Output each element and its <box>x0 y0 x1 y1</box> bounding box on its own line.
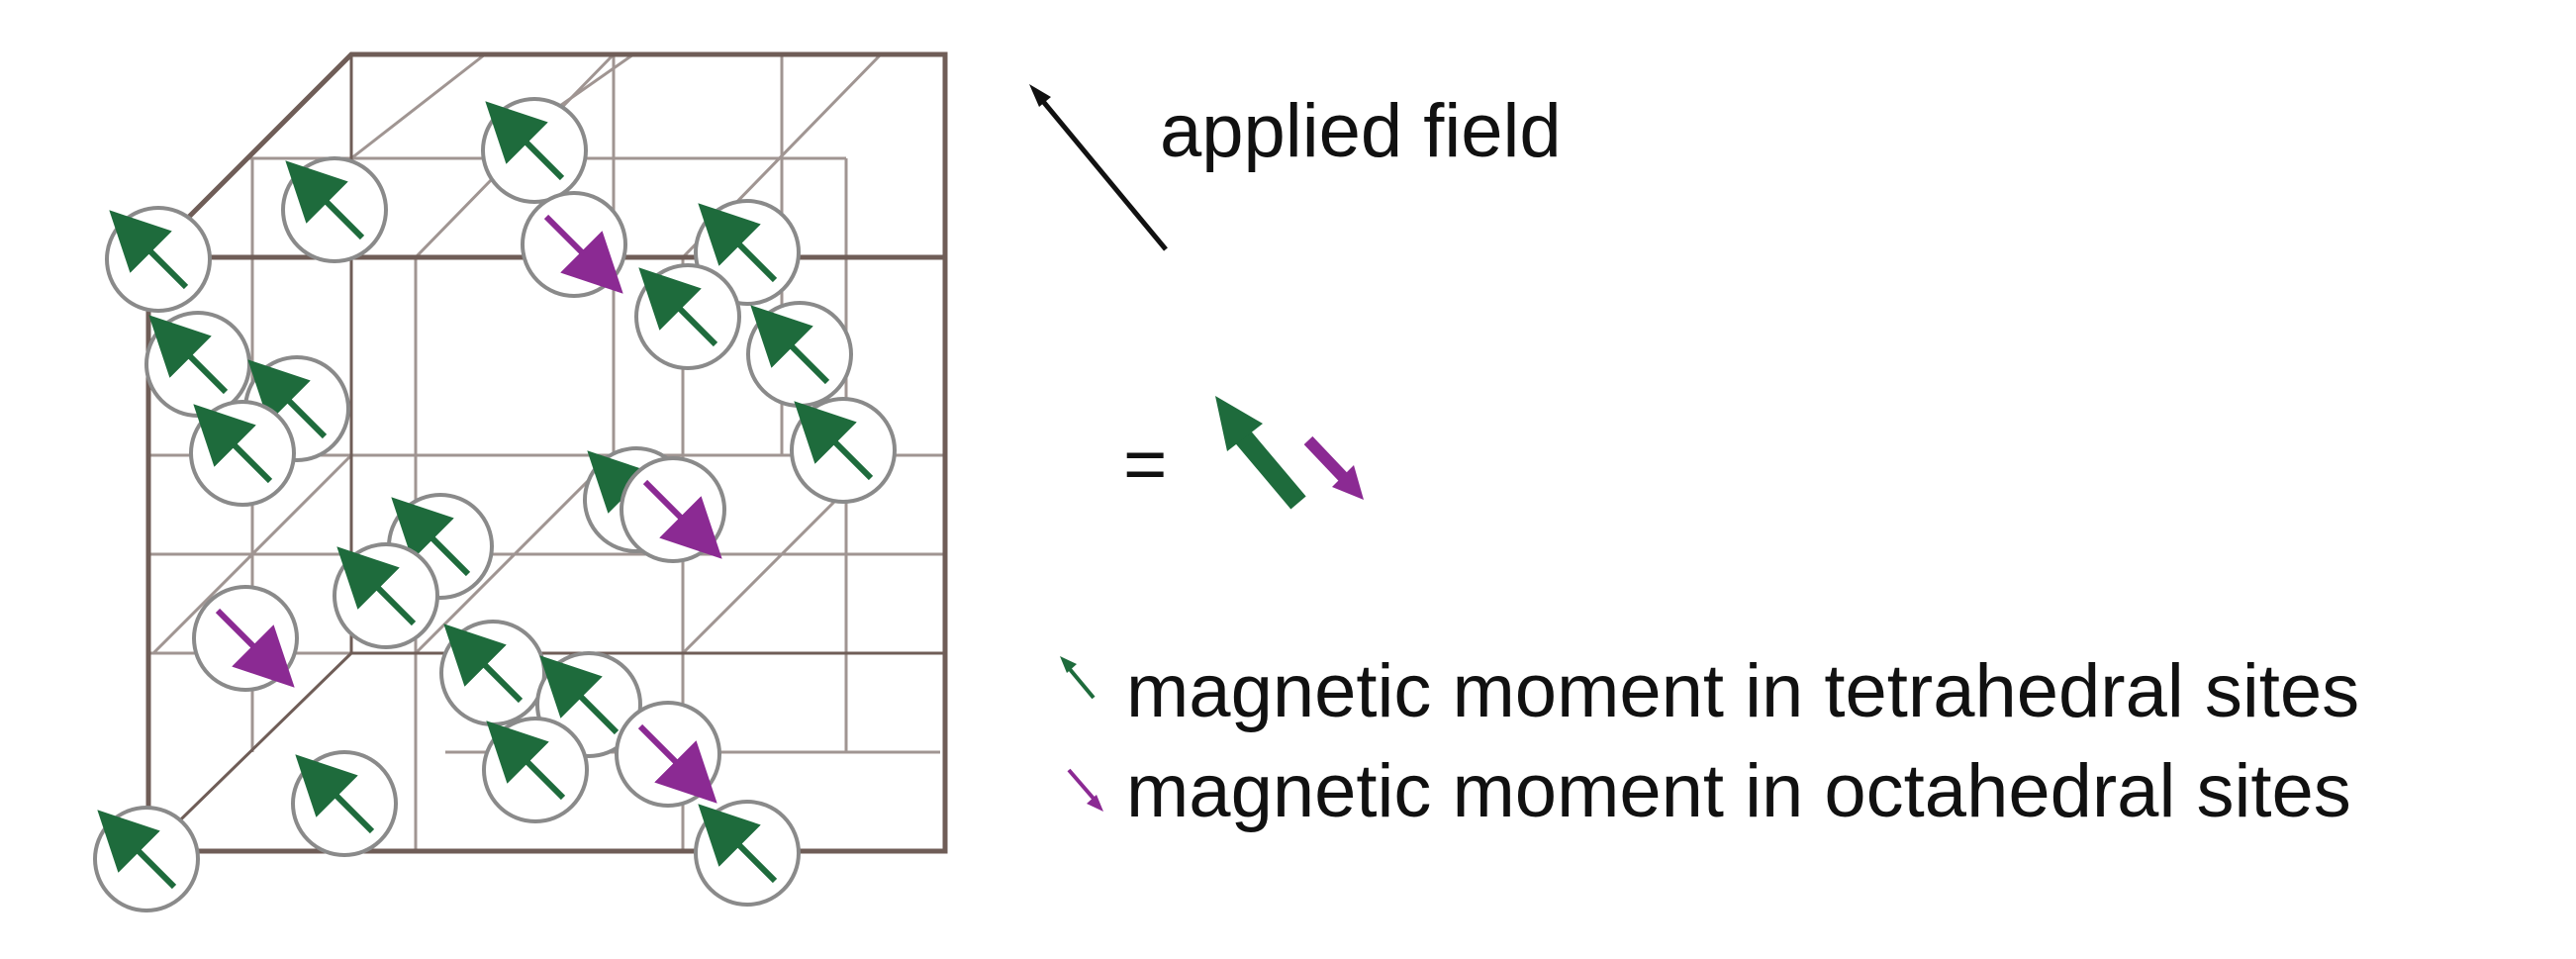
octahedral-legend-arrow-icon <box>1067 768 1103 812</box>
tetrahedral-site <box>481 97 588 204</box>
legend: magnetic moment in tetrahedral sites mag… <box>1060 649 2359 833</box>
big-tetrahedral-arrow-icon <box>1215 396 1306 510</box>
green-arrow-up-left-icon <box>391 497 471 577</box>
green-arrow-up-left-icon <box>750 305 830 385</box>
tetrahedral-site <box>291 750 398 857</box>
green-arrow-up-left-icon <box>539 655 620 735</box>
legend-octahedral: magnetic moment in octahedral sites <box>1067 749 2351 833</box>
green-arrow-up-left-icon <box>638 267 718 347</box>
tetrahedral-site <box>694 800 801 907</box>
purple-arrow-down-right-icon <box>642 479 722 559</box>
purple-arrow-down-right-icon <box>543 214 623 294</box>
green-arrow-up-left-icon <box>295 754 375 834</box>
green-arrow-up-left-icon <box>193 404 273 484</box>
octahedral-site <box>521 191 627 298</box>
green-arrow-up-left-icon <box>698 203 778 283</box>
green-arrow-up-left-icon <box>698 804 778 884</box>
tetrahedral-site <box>105 206 212 313</box>
tetrahedral-site <box>333 542 439 649</box>
tetrahedral-site <box>144 311 251 418</box>
tetrahedral-site <box>439 620 546 726</box>
equals-sign: = <box>1123 423 1167 507</box>
legend-tetrahedral: magnetic moment in tetrahedral sites <box>1060 649 2359 733</box>
tetrahedral-site <box>790 397 897 504</box>
green-arrow-up-left-icon <box>109 210 189 290</box>
field-arrow-icon <box>1029 84 1168 251</box>
green-arrow-up-left-icon <box>486 720 566 801</box>
lattice-sites <box>93 97 897 912</box>
green-arrow-up-left-icon <box>247 359 328 439</box>
tetrahedral-site <box>746 301 853 408</box>
green-arrow-up-left-icon <box>485 101 565 181</box>
green-arrow-up-left-icon <box>443 623 524 704</box>
tetrahedral-site <box>281 156 388 263</box>
octahedral-site <box>192 585 299 692</box>
net-moment-group: = <box>1123 396 1364 510</box>
tetrahedral-site <box>482 717 589 823</box>
green-arrow-up-left-icon <box>148 315 229 395</box>
tetrahedral-site <box>634 263 741 370</box>
green-arrow-up-left-icon <box>97 810 177 890</box>
applied-field-group: applied field <box>1029 84 1562 251</box>
tetrahedral-site <box>189 400 296 507</box>
octahedral-site <box>615 701 721 808</box>
tetrahedral-legend-arrow-icon <box>1060 656 1096 700</box>
green-arrow-up-left-icon <box>794 401 874 481</box>
green-arrow-up-left-icon <box>285 160 365 240</box>
tetrahedral-site <box>93 806 200 912</box>
cube-top-face <box>142 51 948 260</box>
tetrahedral-legend-label: magnetic moment in tetrahedral sites <box>1126 649 2359 733</box>
cube-back-bottom-edge <box>146 651 353 853</box>
applied-field-label: applied field <box>1160 89 1562 173</box>
octahedral-legend-label: magnetic moment in octahedral sites <box>1126 749 2351 833</box>
small-octahedral-arrow-icon <box>1303 435 1364 500</box>
purple-arrow-down-right-icon <box>637 723 717 804</box>
cube-frame <box>142 51 948 854</box>
purple-arrow-down-right-icon <box>215 608 295 688</box>
octahedral-site <box>620 456 726 563</box>
green-arrow-up-left-icon <box>336 546 417 626</box>
